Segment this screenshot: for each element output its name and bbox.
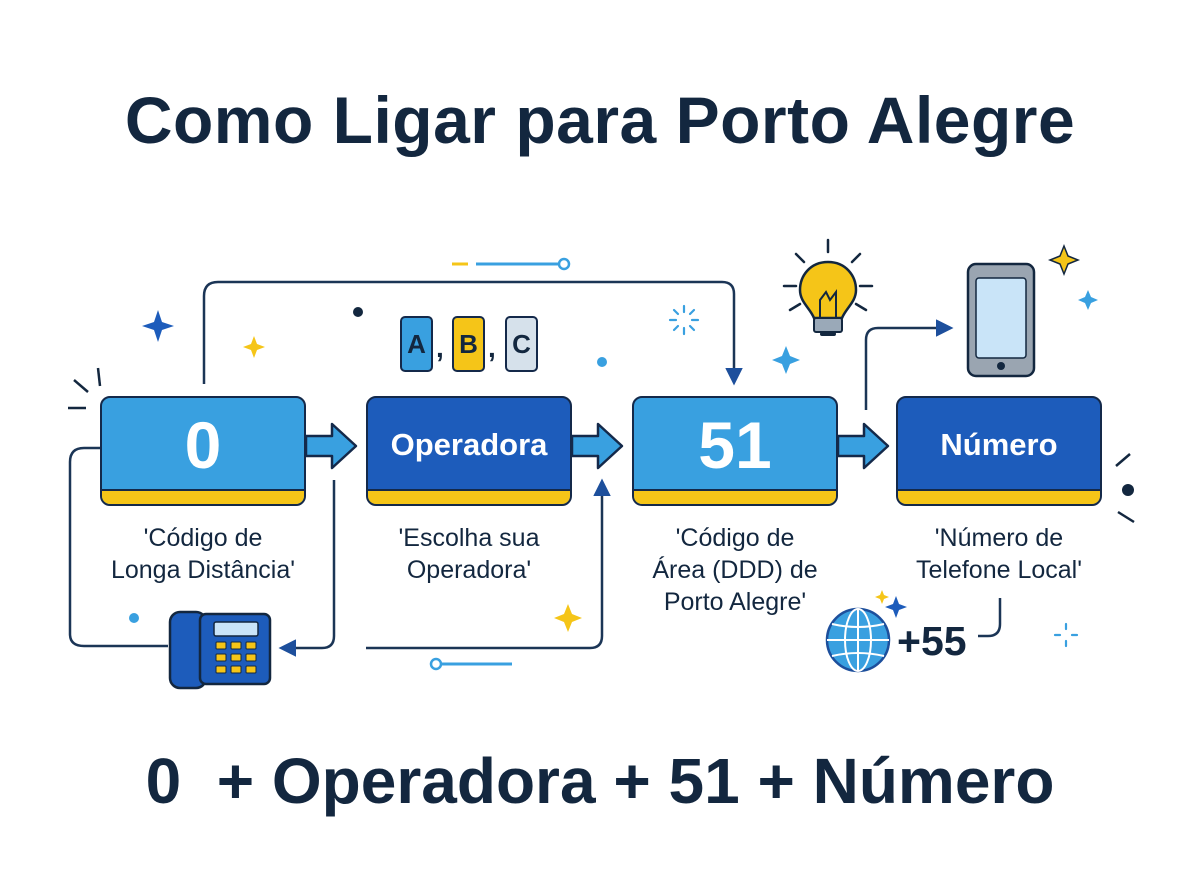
line-up-to-arrow bbox=[366, 478, 611, 650]
carrier-letter-c: C bbox=[505, 316, 538, 372]
caption-line: Longa Distância' bbox=[110, 556, 296, 584]
desk-phone-icon bbox=[168, 610, 272, 690]
step-code: Operadora bbox=[390, 427, 548, 462]
step-box-area-code: 51 bbox=[632, 396, 838, 506]
light-bulb-icon bbox=[782, 238, 874, 336]
step-caption-area-code: 'Código de Área (DDD) de Porto Alegre' bbox=[632, 522, 838, 618]
burst-icon bbox=[668, 304, 1079, 648]
step-box-local-number: Número bbox=[896, 396, 1102, 506]
step-box-carrier: Operadora bbox=[366, 396, 572, 506]
step-code: 51 bbox=[698, 408, 772, 482]
caption-line: Telefone Local' bbox=[915, 556, 1082, 584]
step-code: Número bbox=[940, 427, 1058, 462]
arrow-step3-step4 bbox=[836, 422, 890, 470]
step-caption-carrier: 'Escolha sua Operadora' bbox=[366, 522, 572, 586]
step-caption-local-number: 'Número de Telefone Local' bbox=[896, 522, 1102, 586]
caption-line: Porto Alegre' bbox=[663, 588, 807, 616]
caption-line: 'Número de bbox=[934, 524, 1064, 552]
carrier-letter-a: A bbox=[400, 316, 433, 372]
caption-line: Área (DDD) de bbox=[652, 556, 818, 584]
arrow-step2-step3 bbox=[570, 422, 624, 470]
page-title: Como Ligar para Porto Alegre bbox=[124, 83, 1076, 157]
caption-line: 'Escolha sua bbox=[398, 524, 540, 552]
step-code: 0 bbox=[184, 408, 222, 482]
carrier-separator: , bbox=[488, 332, 496, 363]
caption-line: 'Código de bbox=[675, 524, 795, 552]
carrier-separator: , bbox=[436, 332, 444, 363]
step-arrows bbox=[304, 422, 890, 470]
decor-lines bbox=[68, 257, 1135, 671]
smartphone-icon bbox=[966, 262, 1036, 378]
globe-icon bbox=[825, 607, 891, 673]
line-right-bracket bbox=[978, 598, 1002, 638]
loop-line-top bbox=[202, 280, 743, 386]
country-code-label: +55 bbox=[897, 618, 967, 664]
line-to-phone bbox=[864, 319, 954, 410]
dialing-formula: 0 + Operadora + 51 + Número bbox=[145, 745, 1055, 817]
step-caption-long-distance: 'Código de Longa Distância' bbox=[100, 522, 306, 586]
sparkle-icon bbox=[142, 243, 1098, 632]
caption-line: 'Código de bbox=[143, 524, 263, 552]
arrow-step1-step2 bbox=[304, 422, 358, 470]
caption-line: Operadora' bbox=[406, 556, 532, 584]
carrier-letter-b: B bbox=[452, 316, 485, 372]
line-to-desk-phone bbox=[278, 480, 336, 657]
loop-line-left bbox=[68, 446, 168, 648]
step-box-long-distance: 0 bbox=[100, 396, 306, 506]
